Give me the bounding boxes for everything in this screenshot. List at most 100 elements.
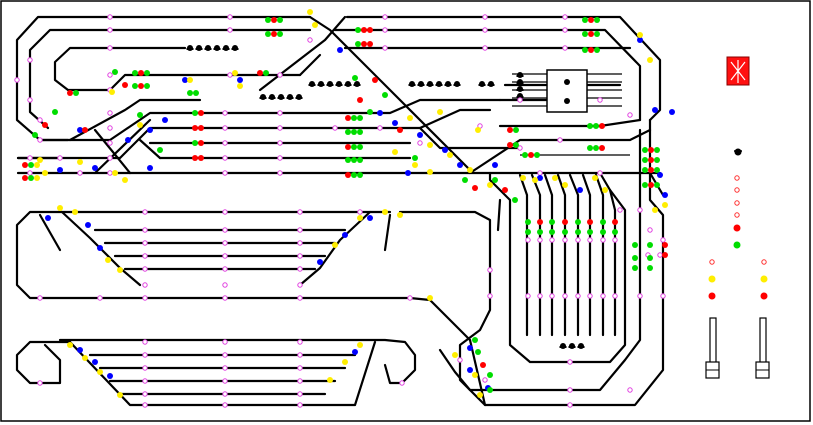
signal-lamp xyxy=(502,187,508,193)
signal-lamp xyxy=(648,147,654,153)
isolation-gap xyxy=(297,339,303,345)
isolation-gap xyxy=(222,227,228,233)
signal-lamp xyxy=(263,70,269,76)
isolation-gap xyxy=(27,155,33,161)
signal-lamp xyxy=(277,31,283,37)
isolation-gap xyxy=(562,45,568,51)
signal-marker xyxy=(105,257,111,263)
isolation-gap xyxy=(525,293,531,299)
turnout-indicator xyxy=(405,170,411,176)
signal-marker xyxy=(67,342,73,348)
isolation-gap xyxy=(734,187,740,193)
isolation-gap xyxy=(567,387,573,393)
isolation-gap xyxy=(277,140,283,146)
isolation-gap xyxy=(142,240,148,246)
isolation-gap xyxy=(660,293,666,299)
signal-marker xyxy=(427,295,433,301)
signal-lamp xyxy=(112,69,118,75)
isolation-gap xyxy=(587,237,593,243)
signal-lamp xyxy=(534,152,540,158)
isolation-gap xyxy=(382,45,388,51)
turnout-indicator xyxy=(352,349,358,355)
signal-lamp xyxy=(593,123,599,129)
signal-marker xyxy=(187,77,193,83)
signal-marker xyxy=(467,167,473,173)
turnout-indicator xyxy=(77,127,83,133)
locomotive-token xyxy=(259,94,267,100)
locomotive-token xyxy=(308,81,316,87)
signal-lamp xyxy=(198,140,204,146)
signal-lamp xyxy=(52,109,58,115)
signal-lamp xyxy=(345,157,351,163)
signal-lamp xyxy=(277,17,283,23)
signal-marker xyxy=(520,175,526,181)
isolation-gap xyxy=(557,137,563,143)
turnout-indicator xyxy=(92,165,98,171)
isolation-gap xyxy=(107,45,113,51)
locomotive-token xyxy=(277,94,285,100)
isolation-gap xyxy=(734,212,740,218)
turnout-indicator xyxy=(367,215,373,221)
signal-lamp xyxy=(492,177,498,183)
locomotive-token xyxy=(426,81,434,87)
isolation-gap xyxy=(600,293,606,299)
isolation-gap xyxy=(647,227,653,233)
signal-lamp xyxy=(144,83,150,89)
isolation-gap xyxy=(612,237,618,243)
signal-lamp xyxy=(28,175,34,181)
signal-lamp xyxy=(513,127,519,133)
locomotive-token xyxy=(195,45,203,51)
isolation-gap xyxy=(222,170,228,176)
locomotive-token xyxy=(295,94,303,100)
signal-marker xyxy=(82,355,88,361)
isolation-gap xyxy=(222,391,228,397)
isolation-gap xyxy=(297,391,303,397)
signal-lamp xyxy=(662,252,668,258)
signal-lamp xyxy=(265,17,271,23)
isolation-gap xyxy=(222,378,228,384)
signal-lamp xyxy=(138,83,144,89)
isolation-gap xyxy=(487,293,493,299)
isolation-gap xyxy=(142,339,148,345)
signal-lamp xyxy=(594,47,600,53)
isolation-gap xyxy=(734,175,740,181)
slider-control-icon[interactable] xyxy=(755,317,770,379)
signal-marker xyxy=(237,83,243,89)
signal-marker xyxy=(382,209,388,215)
isolation-gap xyxy=(562,237,568,243)
turnout-indicator xyxy=(537,175,543,181)
signal-lamp xyxy=(187,90,193,96)
turnout-indicator xyxy=(45,215,51,221)
isolation-gap xyxy=(37,295,43,301)
signal-marker xyxy=(407,115,413,121)
signal-lamp xyxy=(351,157,357,163)
lower-staging-tracks xyxy=(15,210,487,407)
signal-marker xyxy=(357,215,363,221)
signal-lamp xyxy=(22,175,28,181)
signal-lamp xyxy=(507,127,513,133)
locomotive-icon[interactable] xyxy=(734,148,742,156)
turntable-icon[interactable] xyxy=(512,69,622,113)
signal-lamp xyxy=(122,82,128,88)
isolation-gap xyxy=(575,237,581,243)
signal-marker xyxy=(487,182,493,188)
signal-lamp xyxy=(351,129,357,135)
slider-control-icon[interactable] xyxy=(705,317,720,379)
locomotive-token xyxy=(408,81,416,87)
isolation-gap xyxy=(307,37,313,43)
isolation-gap xyxy=(562,14,568,20)
signal-lamp xyxy=(138,70,144,76)
isolation-gap xyxy=(575,293,581,299)
turnout-indicator xyxy=(182,77,188,83)
signal-marker xyxy=(662,202,668,208)
signal-marker xyxy=(109,89,115,95)
signal-lamp xyxy=(472,337,478,343)
locomotive-token xyxy=(353,81,361,87)
isolation-gap xyxy=(600,237,606,243)
locomotive-token xyxy=(559,343,567,349)
turnout-indicator xyxy=(442,147,448,153)
status-indicator-icon[interactable] xyxy=(726,56,750,86)
isolation-gap xyxy=(222,110,228,116)
